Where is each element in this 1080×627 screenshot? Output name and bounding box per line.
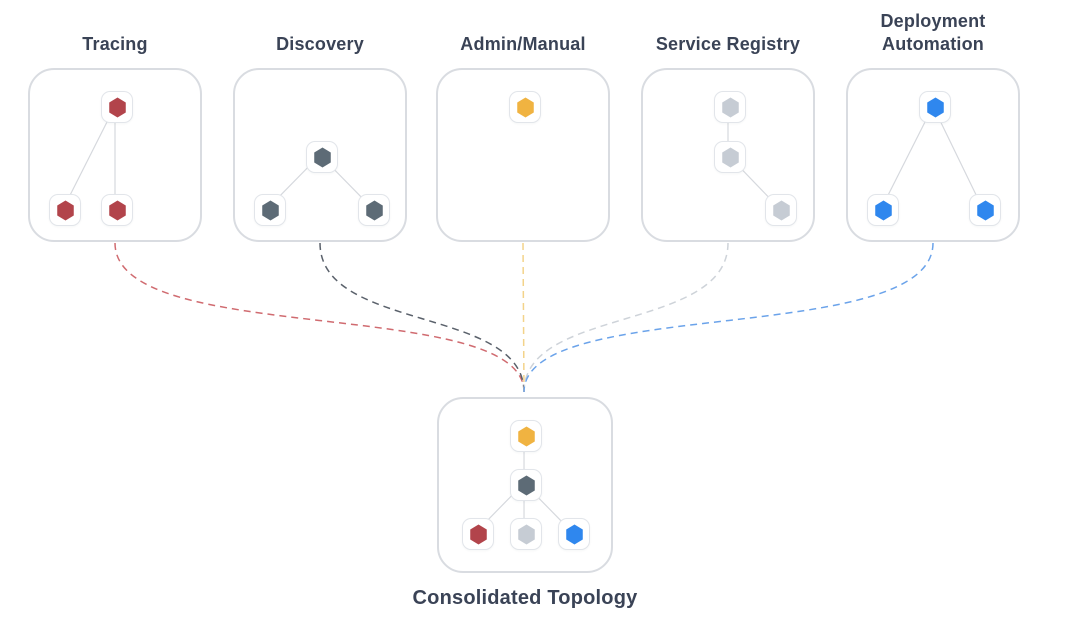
panel-admin-manual: Admin/Manual <box>436 34 610 242</box>
service-node-gray <box>765 194 797 226</box>
graph-edge-line <box>63 105 116 208</box>
connector-tracing <box>114 242 525 393</box>
hexagon-icon <box>874 200 892 220</box>
service-node-blue <box>867 194 899 226</box>
service-node-amber <box>510 420 542 452</box>
panel-box-deployment-automation <box>846 68 1020 242</box>
panel-box-consolidated-topology <box>437 397 613 573</box>
connector-service-registry <box>523 242 729 393</box>
service-node-slate <box>306 141 338 173</box>
panel-title-deployment-automation: Deployment Automation <box>880 10 986 55</box>
service-node-red <box>462 518 494 550</box>
panel-title-tracing: Tracing <box>82 34 148 55</box>
connector-admin-manual <box>522 242 525 393</box>
hexagon-icon <box>108 97 126 117</box>
service-node-gray <box>714 91 746 123</box>
panel-title-discovery: Discovery <box>276 34 364 55</box>
hexagon-icon <box>313 147 331 167</box>
service-node-slate <box>510 469 542 501</box>
hexagon-icon <box>261 200 279 220</box>
panel-box-service-registry <box>641 68 815 242</box>
service-node-gray <box>510 518 542 550</box>
hexagon-icon <box>565 524 583 544</box>
hexagon-icon <box>365 200 383 220</box>
hexagon-icon <box>517 475 535 495</box>
hexagon-icon <box>469 524 487 544</box>
panel-consolidated-topology: Consolidated Topology <box>413 397 637 609</box>
panel-box-discovery <box>233 68 407 242</box>
panel-deployment-automation: Deployment Automation <box>846 11 1020 242</box>
connector-discovery <box>319 242 525 393</box>
service-node-amber <box>509 91 541 123</box>
service-node-slate <box>254 194 286 226</box>
service-node-red <box>49 194 81 226</box>
hexagon-icon <box>721 147 739 167</box>
hexagon-icon <box>772 200 790 220</box>
service-node-blue <box>969 194 1001 226</box>
panel-tracing: Tracing <box>28 34 202 242</box>
hexagon-icon <box>926 97 944 117</box>
hexagon-icon <box>517 426 535 446</box>
hexagon-icon <box>517 524 535 544</box>
service-node-red <box>101 194 133 226</box>
hexagon-icon <box>56 200 74 220</box>
service-node-blue <box>558 518 590 550</box>
hexagon-icon <box>721 97 739 117</box>
panel-box-tracing <box>28 68 202 242</box>
panel-title-admin-manual: Admin/Manual <box>460 34 586 55</box>
hexagon-icon <box>108 200 126 220</box>
hexagon-icon <box>976 200 994 220</box>
service-node-gray <box>714 141 746 173</box>
connector-deployment-automation <box>523 242 934 393</box>
service-node-slate <box>358 194 390 226</box>
hexagon-icon <box>516 97 534 117</box>
panel-title-consolidated-topology: Consolidated Topology <box>412 587 638 609</box>
service-node-blue <box>919 91 951 123</box>
panel-discovery: Discovery <box>233 34 407 242</box>
panel-title-service-registry: Service Registry <box>655 34 801 55</box>
service-node-red <box>101 91 133 123</box>
panel-box-admin-manual <box>436 68 610 242</box>
panel-service-registry: Service Registry <box>641 34 815 242</box>
graph-edge-line <box>881 105 934 208</box>
